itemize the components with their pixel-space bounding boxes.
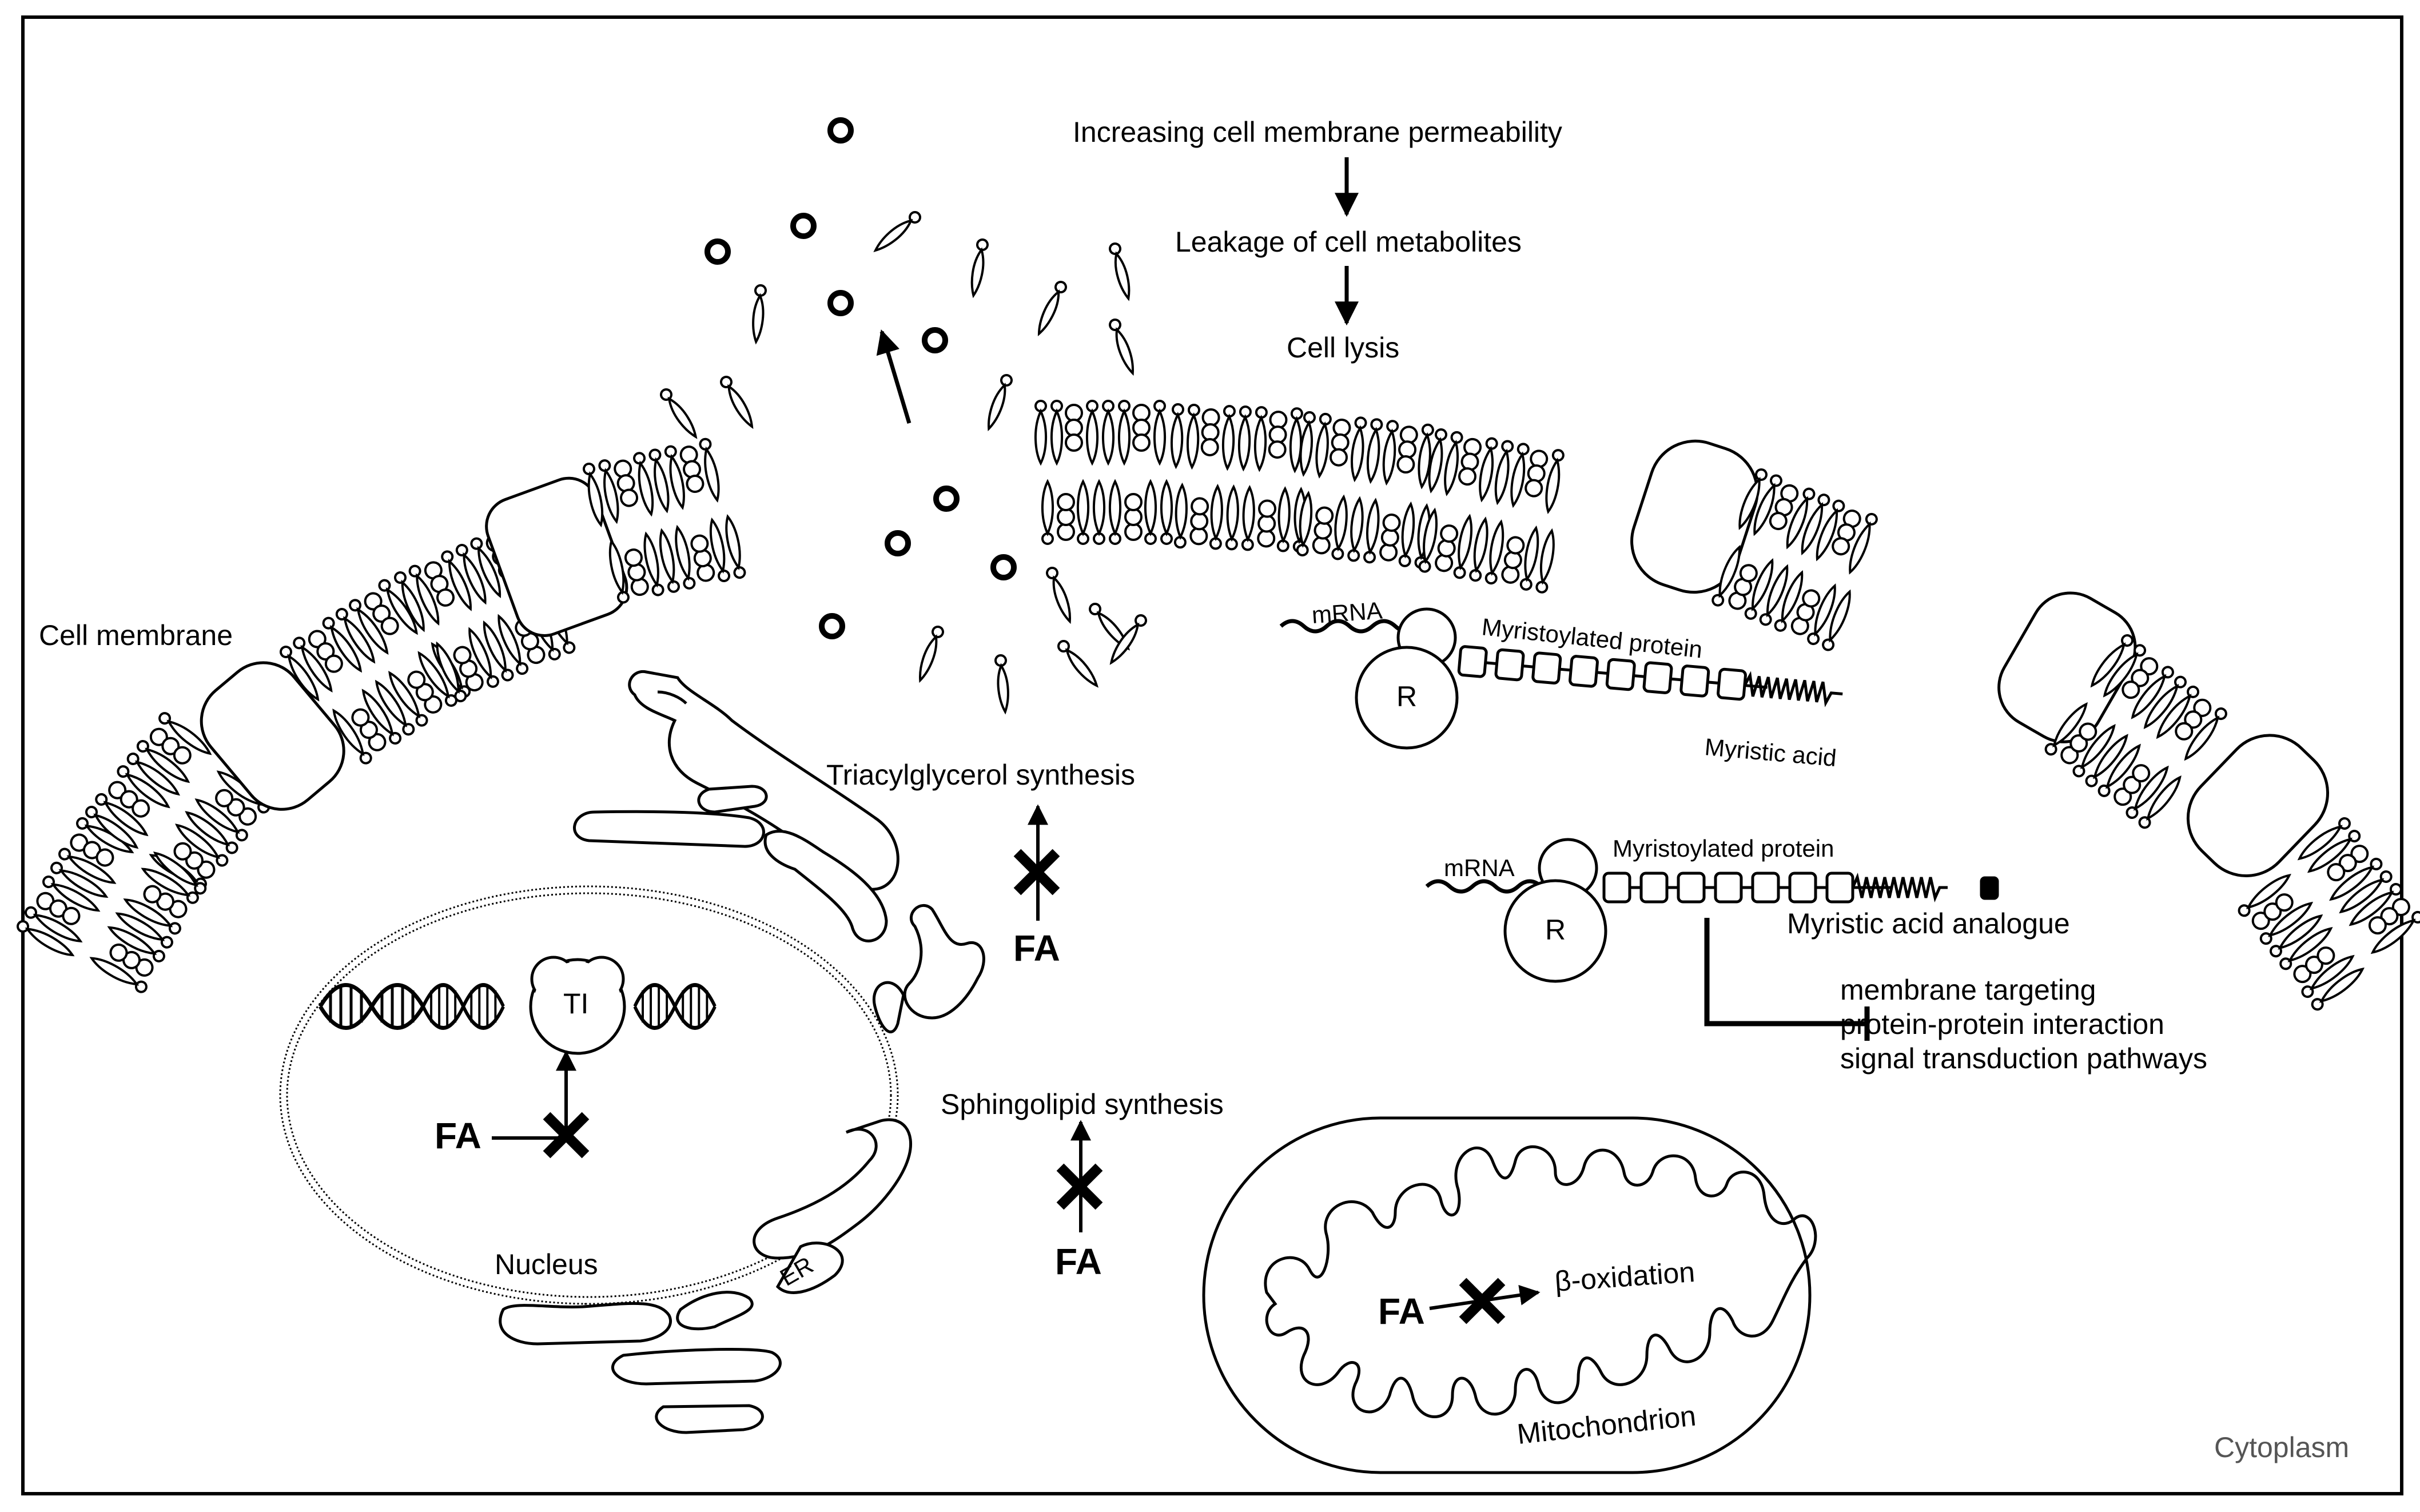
cell-membrane-left — [16, 437, 746, 1000]
leakage-label: Leakage of cell metabolites — [1175, 226, 1522, 258]
endoplasmic-reticulum — [499, 670, 985, 1434]
peptide-chain-2 — [1602, 872, 1999, 904]
triacylglycerol-label: Triacylglycerol synthesis — [826, 759, 1135, 791]
cell-lysis-label: Cell lysis — [1287, 332, 1399, 364]
myristoylated-protein-label-2: Myristoylated protein — [1613, 835, 1834, 862]
increasing-permeability-label: Increasing cell membrane permeability — [1073, 116, 1562, 148]
myristoylation-complex-lower: mRNA R Myristoylated protein Myristic ac… — [1425, 835, 2207, 1075]
membrane-channel-protein — [2186, 734, 2330, 878]
cell-membrane-right — [1036, 401, 2420, 1012]
ribosome-label-2: R — [1545, 914, 1566, 946]
fa-mito-label: FA — [1378, 1291, 1425, 1332]
ribosome-large-subunit-2 — [1503, 879, 1607, 983]
membrane-channel-protein — [200, 661, 345, 811]
ribosome-large-subunit — [1355, 646, 1459, 750]
fa-tag-label: FA — [1013, 928, 1060, 969]
cell-membrane-label: Cell membrane — [39, 619, 233, 651]
effect-membrane-targeting: membrane targeting — [1840, 974, 2096, 1006]
transcription-inhibitor: TI — [529, 956, 626, 1055]
inhibition-line — [1704, 918, 1867, 1026]
membrane-channel-protein — [1997, 591, 2137, 743]
sphingolipid-label: Sphingolipid synthesis — [941, 1088, 1224, 1120]
membrane-channel-protein — [485, 476, 628, 637]
fa-nucleus-label: FA — [435, 1115, 481, 1156]
effect-signal-transduction: signal transduction pathways — [1840, 1043, 2207, 1075]
cytoplasm-label: Cytoplasm — [2214, 1431, 2349, 1463]
ribosome-label: R — [1396, 681, 1417, 713]
peptide-chain — [1457, 645, 1843, 707]
fa-sphingo-label: FA — [1055, 1241, 1102, 1282]
nucleus: TI FA Nucleus — [279, 885, 899, 1305]
myristic-acid-analogue-label: Myristic acid analogue — [1787, 908, 2070, 940]
membrane-channel-protein — [1630, 439, 1759, 594]
mrna-label-2: mRNA — [1444, 854, 1515, 881]
myristoylation-complex-upper: mRNA R Myristoylated protein Myristic ac… — [1279, 596, 1843, 771]
ti-label: TI — [563, 988, 588, 1020]
effect-protein-interaction: protein-protein interaction — [1840, 1008, 2164, 1040]
leakage-arrow — [876, 329, 912, 424]
nucleus-label: Nucleus — [495, 1248, 598, 1280]
mitochondrion: FA β-oxidation Mitochondrion — [1202, 1116, 1817, 1474]
mrna-label: mRNA — [1311, 596, 1383, 628]
